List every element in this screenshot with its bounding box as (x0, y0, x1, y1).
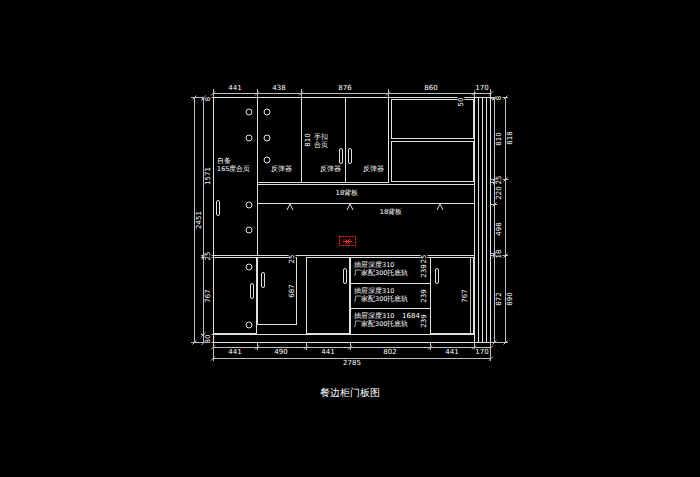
dimension-label: 490 (273, 349, 288, 356)
dimension-label: 8 (205, 96, 212, 102)
door-panel (214, 258, 257, 334)
dimension-label: 802 (382, 349, 397, 356)
socket-symbol (340, 237, 356, 246)
dimension-label: 767 (205, 288, 212, 303)
dimension-label: 687 (289, 283, 296, 298)
door-panel: 反弹器 (345, 97, 389, 183)
dimension-label: 18 (496, 249, 503, 260)
door-panel (258, 258, 297, 325)
drawer-front: 抽屉深度310 厂家配300托底轨 (350, 283, 431, 309)
open-shelf (392, 142, 474, 182)
section-line (213, 256, 474, 335)
dimension-label: 876 (337, 85, 352, 92)
dimension-label: 810 (496, 131, 503, 146)
dimension-label: 441 (320, 349, 335, 356)
panel-note: 手扣 合页 (314, 134, 332, 150)
cabinet-outline (214, 98, 491, 343)
dimension-label: 2785 (342, 360, 362, 367)
dimension-label: 25 (205, 251, 212, 262)
panel-note: 反弹器 (363, 166, 387, 174)
dimension-label: 18背板 (379, 209, 404, 216)
door-panel (431, 258, 474, 334)
door-handles (217, 149, 439, 299)
light-marks (287, 204, 443, 210)
back-panel-line (257, 185, 474, 204)
dimension-label: 818 (507, 130, 514, 145)
dimension-label: 170 (474, 85, 489, 92)
panel-note: 反弹器 (271, 166, 299, 174)
dimension-label: 239 (421, 288, 428, 303)
filler-line (479, 97, 487, 343)
dimension-label: 438 (271, 85, 286, 92)
panel-note: 抽屉深度310 厂家配300托底轨 (354, 262, 416, 278)
dimension-label: 25 (496, 175, 503, 186)
filler-strip (475, 98, 491, 343)
dimension-label: 1684 (401, 313, 421, 320)
panel-note: 自备 165度合页 (217, 158, 247, 174)
door-panel (307, 258, 350, 334)
dimension-label: 18背板 (335, 190, 360, 197)
dimension-label: 50 (458, 97, 465, 108)
dimension-label: 860 (423, 85, 438, 92)
dimension-label: 170 (474, 349, 489, 356)
dimension-label: 8 (496, 95, 503, 101)
hinge-circles (246, 109, 270, 328)
dimension-label: 25 (289, 254, 296, 265)
panel-note: 抽屉深度310 厂家配300托底轨 (354, 288, 416, 304)
dimension-label: 441 (227, 85, 242, 92)
dimension-label: 220 (496, 185, 503, 200)
dimension-label: 239 (421, 313, 428, 328)
door-panel: 反弹器 (257, 97, 302, 183)
dimension-label: 810 (305, 132, 312, 147)
dimension-label: 890 (507, 291, 514, 306)
dimension-label: 498 (496, 221, 503, 236)
dimension-lines (191, 89, 508, 361)
dimension-label: 239 (421, 263, 428, 278)
dimension-label: 1571 (205, 166, 212, 186)
panel-note: 反弹器 (320, 166, 344, 174)
dimension-label: 767 (462, 288, 469, 303)
drawer-front: 抽屉深度310 厂家配300托底轨 (350, 257, 431, 284)
drawing-caption: 餐边柜门板图 (320, 388, 380, 398)
dimension-label: 441 (444, 349, 459, 356)
door-panel: 自备 165度合页 (213, 97, 258, 256)
dimension-label: 2451 (196, 210, 203, 230)
dimension-label: 80 (205, 334, 212, 345)
dimension-label: 872 (496, 291, 503, 306)
dimension-label: 441 (227, 349, 242, 356)
